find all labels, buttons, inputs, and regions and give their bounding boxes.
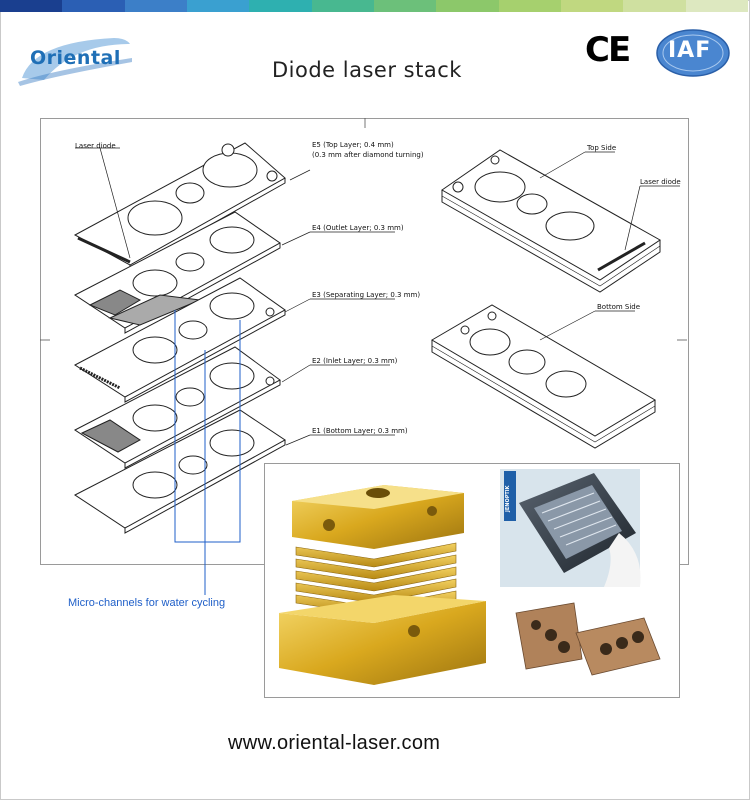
- color-bar-segment: [623, 0, 686, 12]
- layer-e1: [74, 409, 286, 534]
- label-e5-line2: (0.3 mm after diamond turning): [312, 151, 424, 159]
- brand-logo: [18, 38, 132, 86]
- iaf-badge-icon: [656, 29, 730, 77]
- micro-channels-label: Micro-channels for water cycling: [68, 597, 226, 609]
- color-bar-segment: [373, 0, 437, 12]
- layer-e5: [73, 142, 286, 271]
- color-bar-segment: [498, 0, 561, 12]
- label-e3: E3 (Separating Layer; 0.3 mm): [312, 291, 421, 299]
- color-bar-segment: [311, 0, 374, 12]
- label-bottom-side: Bottom Side: [597, 303, 641, 311]
- leader-lines: [75, 147, 680, 446]
- layer-e3: [74, 277, 286, 403]
- color-bar-segment: [436, 0, 499, 12]
- color-bar-segment: [124, 0, 187, 12]
- color-bar-segment: [560, 0, 624, 12]
- gold-diode-stack-photo: [279, 485, 486, 685]
- laser-chip-photo: [500, 469, 641, 587]
- color-bar-segment: [249, 0, 312, 12]
- label-laser-diode-right: Laser diode: [640, 178, 681, 186]
- layer-e2: [74, 346, 281, 469]
- website-url[interactable]: www.oriental-laser.com: [228, 732, 441, 754]
- color-bar-segment: [0, 0, 63, 12]
- color-bar-segment: [62, 0, 125, 12]
- assembled-bottom-side: [431, 304, 656, 449]
- color-bar-segment: [685, 0, 748, 12]
- label-e1: E1 (Bottom Layer; 0.3 mm): [312, 427, 408, 435]
- assembled-top-side: [441, 149, 661, 293]
- iaf-badge-label: IAF: [668, 38, 712, 63]
- label-laser-diode: Laser diode: [75, 142, 116, 150]
- product-photos: [279, 469, 661, 685]
- label-e2: E2 (Inlet Layer; 0.3 mm): [312, 357, 398, 365]
- page-title: Diode laser stack: [272, 58, 462, 82]
- copper-plates-photo: [515, 602, 661, 676]
- header-color-bar: [0, 0, 748, 12]
- label-e4: E4 (Outlet Layer; 0.3 mm): [312, 224, 404, 232]
- color-bar-segment: [186, 0, 250, 12]
- ce-mark: CE: [585, 30, 631, 70]
- micro-channel-leader: [174, 310, 241, 595]
- label-top-side: Top Side: [587, 144, 617, 152]
- label-e5-line1: E5 (Top Layer; 0.4 mm): [312, 141, 394, 149]
- brand-name: Oriental: [30, 47, 121, 69]
- chip-brand-label: JENOPTIK: [505, 485, 511, 512]
- layer-e4: [74, 211, 281, 334]
